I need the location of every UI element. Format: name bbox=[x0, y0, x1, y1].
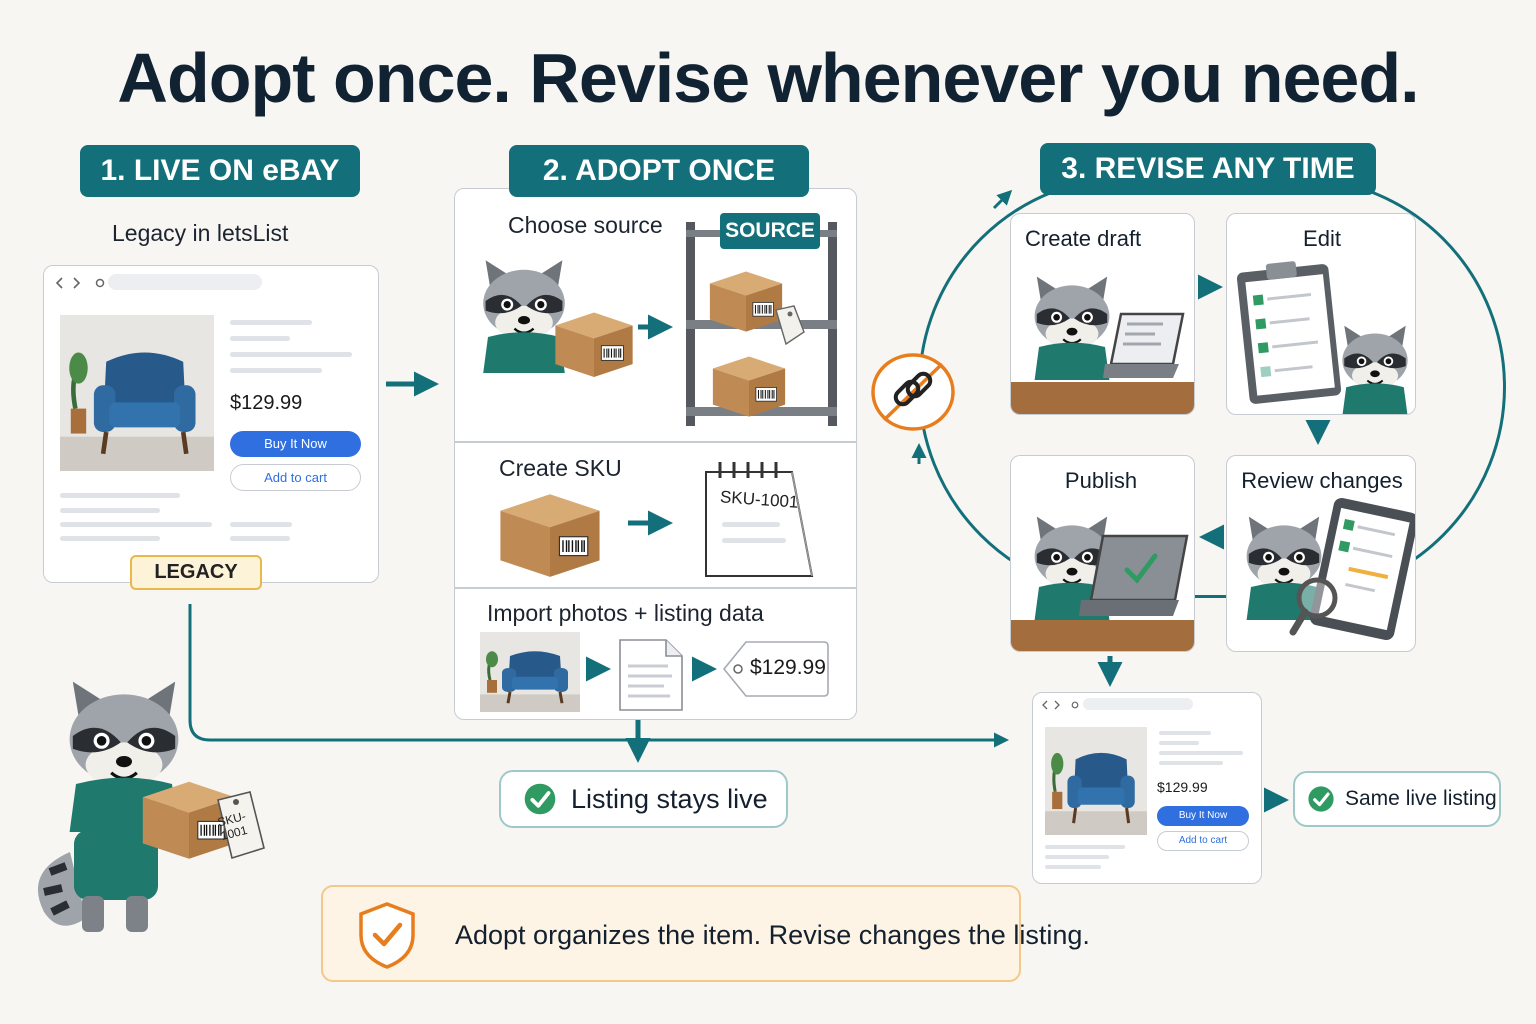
broken-link-icon bbox=[871, 353, 955, 431]
arrow-icon bbox=[638, 314, 673, 340]
page-title: Adopt once. Revise whenever you need. bbox=[117, 39, 1419, 117]
price-tag-icon bbox=[722, 641, 829, 697]
tablet-icon bbox=[1309, 497, 1415, 641]
publish-label: Publish bbox=[1064, 468, 1138, 493]
price-tag-icon bbox=[775, 305, 805, 346]
source-tag: SOURCE bbox=[720, 213, 820, 249]
legacy-add-to-cart-button[interactable]: Add to cart bbox=[230, 464, 361, 491]
same-live-listing-box: Same live listing bbox=[1293, 771, 1501, 827]
desk-icon bbox=[1011, 620, 1194, 651]
divider bbox=[454, 441, 857, 443]
browser-nav-icon bbox=[1042, 700, 1079, 710]
arrow-icon bbox=[1199, 524, 1224, 550]
arrow-icon bbox=[992, 189, 1013, 210]
legacy-badge: LEGACY bbox=[130, 555, 262, 590]
footer-message-text: Adopt organizes the item. Revise changes… bbox=[455, 920, 1090, 950]
address-bar bbox=[108, 274, 262, 290]
desk-icon bbox=[1011, 382, 1194, 414]
raccoon-icon bbox=[37, 679, 181, 932]
publish-card: Publish bbox=[1010, 455, 1195, 652]
review-changes-label: Review changes bbox=[1241, 468, 1403, 493]
step1-pill: 1. LIVE ON eBAY bbox=[80, 145, 360, 197]
step1-subtitle: Legacy in letsList bbox=[112, 220, 289, 246]
review-changes-card: Review changes bbox=[1226, 455, 1416, 652]
listing-stays-live-text: Listing stays live bbox=[571, 783, 768, 814]
check-circle-icon bbox=[523, 782, 557, 816]
laptop-icon bbox=[1079, 534, 1189, 616]
step2-pill: 2. ADOPT ONCE bbox=[509, 145, 809, 197]
edit-card: Edit bbox=[1226, 213, 1416, 415]
legacy-price: $129.99 bbox=[230, 392, 303, 414]
footer-message-box: Adopt organizes the item. Revise changes… bbox=[321, 885, 1090, 982]
arrow-icon bbox=[586, 656, 611, 682]
arrow-icon bbox=[628, 510, 673, 536]
import-label: Import photos + listing data bbox=[487, 600, 764, 626]
divider bbox=[454, 587, 857, 589]
chair-photo bbox=[1045, 727, 1147, 835]
create-draft-card: Create draft bbox=[1010, 213, 1195, 415]
result-buy-it-now-button[interactable]: Buy It Now bbox=[1157, 806, 1249, 826]
listing-stays-live-box: Listing stays live bbox=[499, 770, 788, 828]
arrow-icon bbox=[1198, 274, 1223, 300]
arrow-icon bbox=[1305, 420, 1331, 445]
address-bar bbox=[1083, 698, 1193, 710]
choose-source-label: Choose source bbox=[508, 212, 663, 238]
edit-label: Edit bbox=[1303, 226, 1341, 251]
magnifier-icon bbox=[1289, 577, 1338, 636]
check-circle-icon bbox=[1307, 785, 1335, 813]
create-sku-label: Create SKU bbox=[499, 455, 622, 481]
result-add-to-cart-button[interactable]: Add to cart bbox=[1157, 831, 1249, 851]
same-live-listing-text: Same live listing bbox=[1345, 787, 1497, 810]
legacy-listing-card: $129.99 Buy It Now Add to cart bbox=[43, 265, 379, 583]
document-icon bbox=[619, 639, 683, 711]
price-tag-icon bbox=[217, 791, 265, 860]
step3-pill: 3. REVISE ANY TIME bbox=[1040, 143, 1376, 195]
create-draft-label: Create draft bbox=[1025, 226, 1142, 251]
import-price: $129.99 bbox=[750, 656, 826, 679]
result-price: $129.99 bbox=[1157, 779, 1208, 795]
arrow-icon bbox=[911, 443, 927, 464]
laptop-icon bbox=[1103, 312, 1185, 378]
arrow-icon bbox=[692, 656, 717, 682]
same-live-listing-card: $129.99 Buy It Now Add to cart bbox=[1032, 692, 1262, 884]
shield-check-icon bbox=[359, 902, 415, 969]
clipboard-icon bbox=[1236, 261, 1342, 404]
browser-nav-icon bbox=[55, 277, 105, 289]
legacy-buy-it-now-button[interactable]: Buy It Now bbox=[230, 431, 361, 457]
